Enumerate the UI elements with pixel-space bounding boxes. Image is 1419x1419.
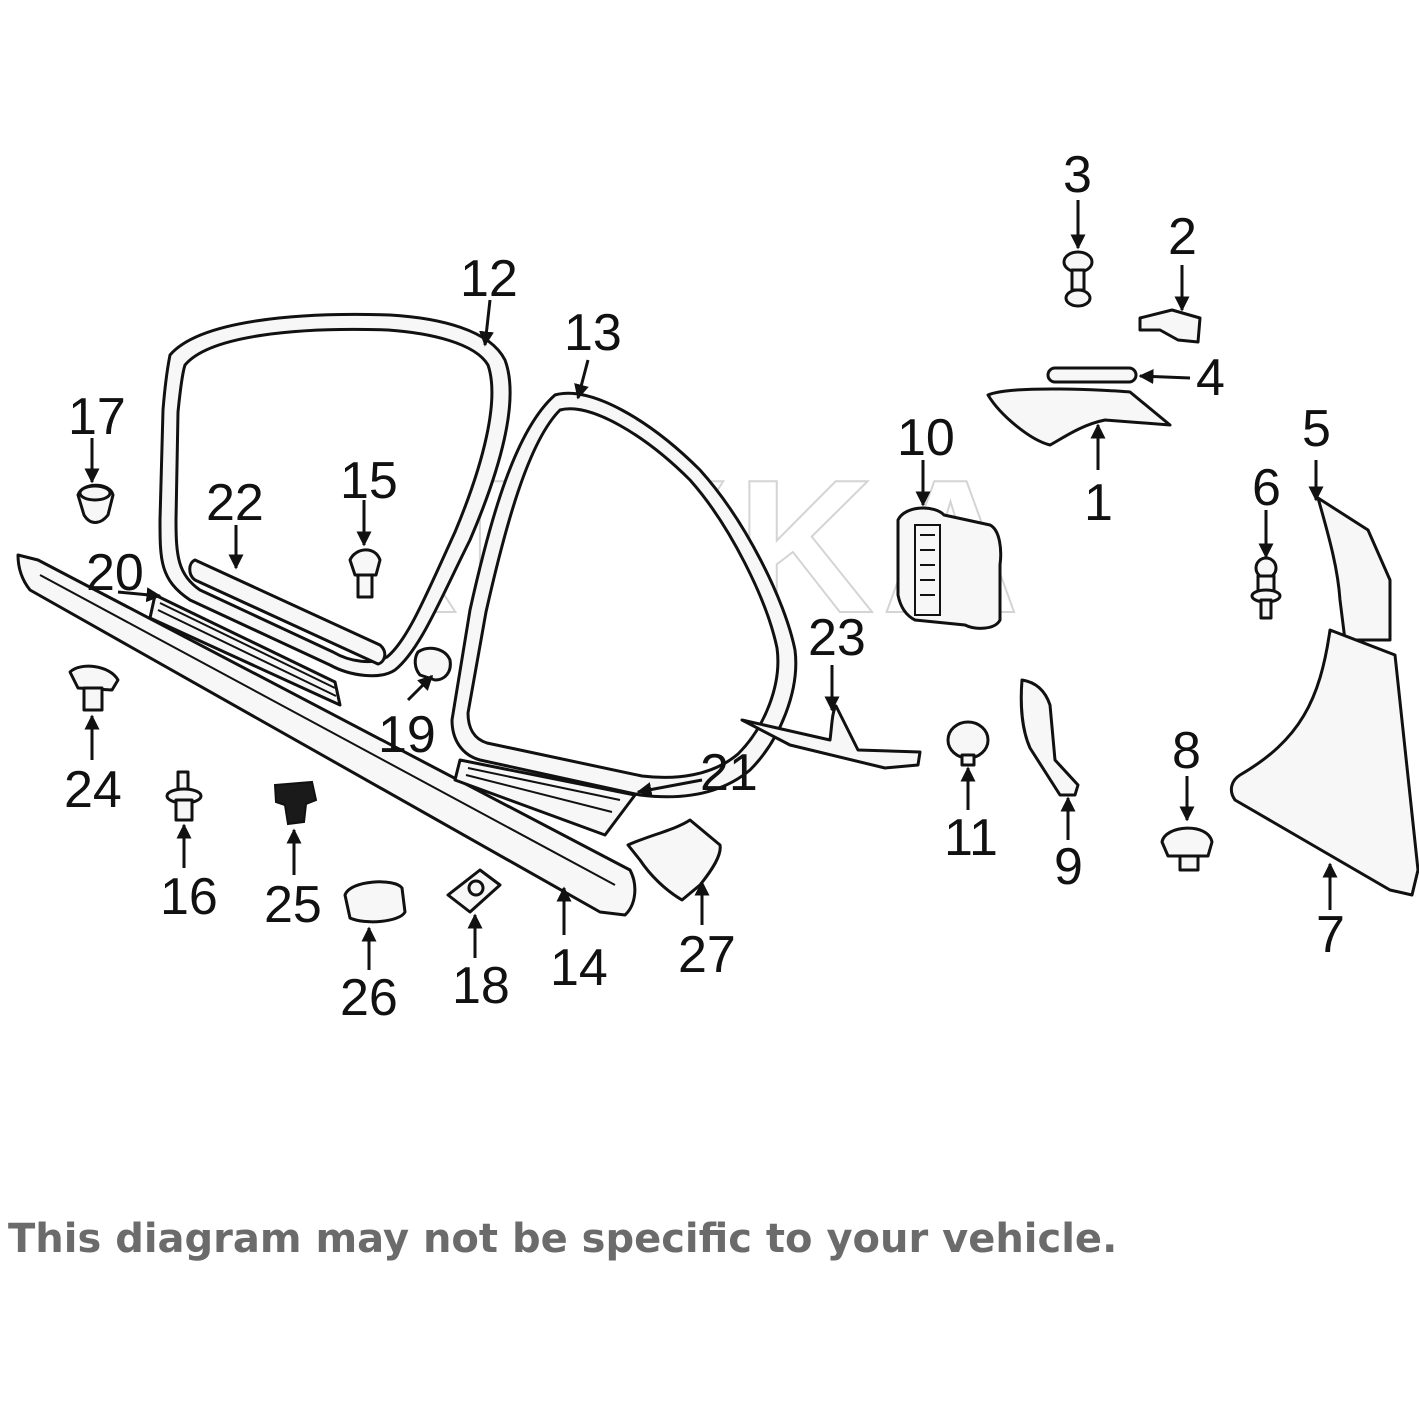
callout-labels: 1 2 3 4 5 6 7 8 9 10 11 12 13 14 15 16 1… xyxy=(64,146,1345,1027)
part-20-front-entrance-strip xyxy=(148,593,342,707)
part-21-rear-entrance-strip xyxy=(453,758,637,837)
part-22-door-strip xyxy=(188,558,387,666)
part-15-clip xyxy=(348,548,382,599)
part-4-strip xyxy=(1046,366,1138,384)
part-1-trim xyxy=(986,387,1172,447)
part-13-rear-door-seal xyxy=(450,391,798,799)
part-2-bracket xyxy=(1138,308,1202,344)
callout-25: 25 xyxy=(264,876,322,934)
callout-2: 2 xyxy=(1168,208,1197,266)
callout-23: 23 xyxy=(808,609,866,667)
callout-18: 18 xyxy=(452,957,510,1015)
callout-22: 22 xyxy=(206,474,264,532)
part-6-clip xyxy=(1250,556,1282,620)
part-8-clip xyxy=(1160,826,1214,872)
part-10-pillar-panel xyxy=(896,506,1003,630)
callout-13: 13 xyxy=(564,304,622,362)
callout-7: 7 xyxy=(1316,906,1345,964)
callout-20: 20 xyxy=(86,544,144,602)
callout-15: 15 xyxy=(340,452,398,510)
callout-17: 17 xyxy=(68,388,126,446)
callout-26: 26 xyxy=(340,969,398,1027)
callout-12: 12 xyxy=(460,250,518,308)
part-7-b-pillar xyxy=(1229,628,1419,897)
part-26-cap xyxy=(343,880,407,924)
callout-11: 11 xyxy=(944,809,998,867)
callout-5: 5 xyxy=(1302,400,1331,458)
callout-14: 14 xyxy=(550,939,608,997)
part-3-bolt xyxy=(1062,250,1094,308)
part-9-trim xyxy=(1019,678,1080,797)
disclaimer-text: This diagram may not be specific to your… xyxy=(8,1216,1118,1262)
part-25-clip xyxy=(273,780,318,826)
part-17-clip xyxy=(76,483,115,524)
callout-10: 10 xyxy=(897,409,955,467)
part-18-clip-nut xyxy=(446,868,502,914)
part-19-cap xyxy=(413,646,452,682)
callout-19: 19 xyxy=(378,706,436,764)
callout-21: 21 xyxy=(700,744,758,802)
callout-8: 8 xyxy=(1172,722,1201,780)
part-5-upper-pillar xyxy=(1316,496,1392,642)
callout-16: 16 xyxy=(160,868,218,926)
callout-4: 4 xyxy=(1196,349,1225,407)
callout-24: 24 xyxy=(64,761,122,819)
callout-6: 6 xyxy=(1252,459,1281,517)
part-27-bracket xyxy=(626,818,722,902)
part-16-pin xyxy=(165,770,203,822)
callout-9: 9 xyxy=(1054,838,1083,896)
callout-27: 27 xyxy=(678,926,736,984)
part-11-clip xyxy=(946,720,990,767)
callout-1: 1 xyxy=(1084,474,1113,532)
leader-lines xyxy=(84,200,1338,970)
part-14-sill-cover xyxy=(16,553,637,917)
callout-3: 3 xyxy=(1063,146,1092,204)
part-24-clip xyxy=(68,664,120,712)
